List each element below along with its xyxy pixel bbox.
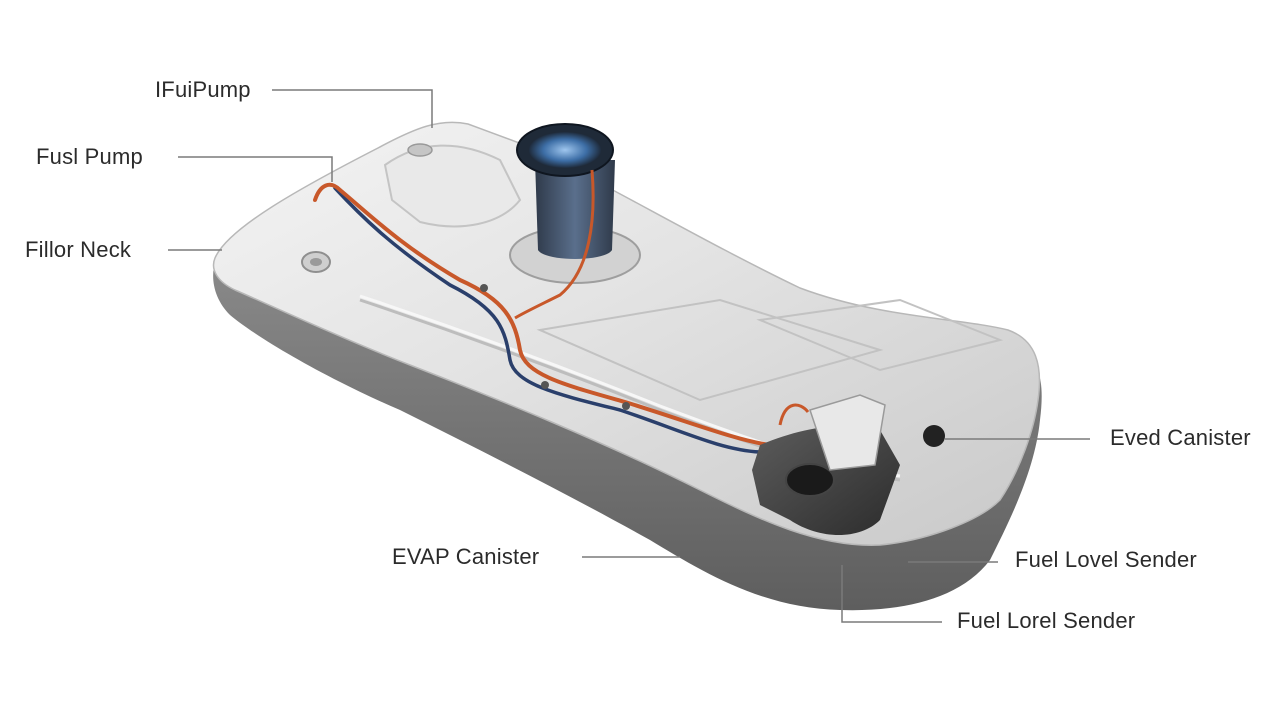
leader-sender-2 bbox=[841, 565, 942, 623]
fuel-pump-top bbox=[529, 132, 601, 168]
line-clip-3 bbox=[622, 402, 630, 410]
orange-fuel-line bbox=[313, 182, 772, 447]
line-clip-1 bbox=[480, 284, 488, 292]
leader-top-pump bbox=[272, 89, 433, 128]
label-fuel-level-sender-1: Fuel Lovel Sender bbox=[1015, 547, 1197, 572]
line-clip-2 bbox=[541, 381, 549, 389]
label-fuel-pump-top: IFuiPump bbox=[155, 77, 251, 102]
orange-canister-lead bbox=[778, 403, 810, 426]
leader-fuel-pump bbox=[178, 156, 333, 182]
orange-pump-lead bbox=[514, 169, 595, 320]
label-filler-neck: Fillor Neck bbox=[25, 237, 132, 262]
blue-fuel-line bbox=[333, 186, 762, 454]
evap-canister-cap bbox=[785, 463, 835, 497]
filler-port-hole bbox=[310, 258, 322, 266]
top-vent bbox=[407, 143, 433, 157]
label-fuel-pump: Fusl Pump bbox=[36, 144, 143, 169]
fuel-pump-module bbox=[535, 160, 615, 259]
label-fuel-level-sender-2: Fuel Lorel Sender bbox=[957, 608, 1136, 633]
evap-bracket bbox=[809, 394, 886, 471]
evap-right-port bbox=[923, 425, 945, 447]
tank-rib-3 bbox=[536, 298, 884, 402]
leader-lines bbox=[168, 89, 1090, 623]
label-evap-canister-bottom: EVAP Canister bbox=[392, 544, 540, 569]
label-evap-canister-right: Eved Canister bbox=[1110, 425, 1251, 450]
tank-rib-4 bbox=[756, 298, 1004, 372]
